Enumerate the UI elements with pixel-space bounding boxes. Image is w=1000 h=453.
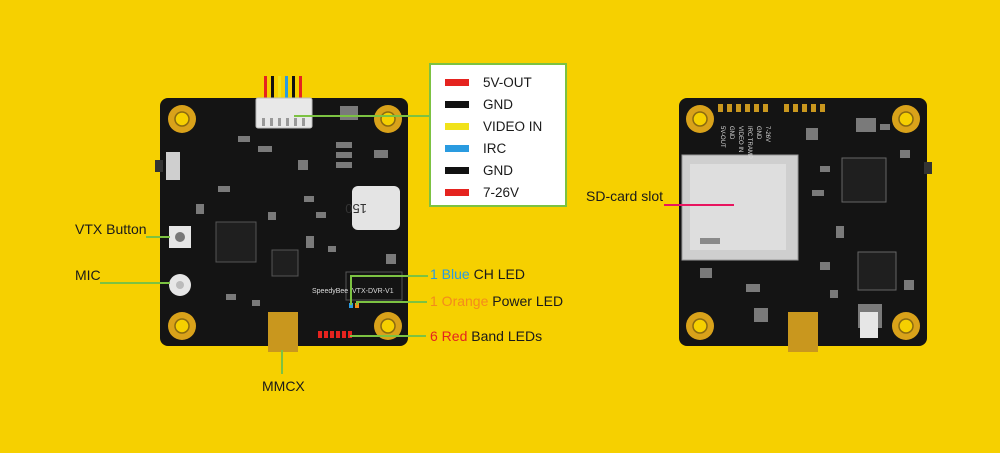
- mmcx-connector: [268, 312, 298, 352]
- front-side-switch: [166, 152, 180, 180]
- leader-power-led: [356, 301, 427, 305]
- back-pin-labels: 5V-OUT GND VIDEO IN IRC TRAMP GND 7-26V: [719, 126, 770, 159]
- legend-swatch: [445, 166, 469, 174]
- legend-swatch: [445, 144, 469, 152]
- label-ch-led: 1 Blue CH LED: [430, 266, 525, 282]
- label-ch-led-color: 1 Blue: [430, 266, 470, 282]
- back-pin-label-gnd2: GND: [755, 126, 761, 140]
- back-pin-label-irc: IRC TRAMP: [746, 126, 752, 159]
- label-ch-led-text: CH LED: [469, 266, 525, 282]
- back-mount-holes: [686, 105, 920, 340]
- legend-swatch: [445, 78, 469, 86]
- legend-swatch: [445, 122, 469, 130]
- inductor-text: 150: [345, 201, 367, 216]
- leader-lines: [100, 115, 429, 374]
- label-power-led-color: 1 Orange: [430, 293, 489, 309]
- back-pin-label-video: VIDEO IN: [737, 126, 743, 152]
- board-model-text: VTX-DVR-V1: [352, 288, 394, 295]
- front-connector-wires: [264, 76, 302, 102]
- legend-row: 5V-OUT: [445, 73, 532, 91]
- back-board: 5V-OUT GND VIDEO IN IRC TRAMP GND 7-26V: [679, 98, 932, 352]
- board-brand-text: SpeedyBee: [312, 288, 348, 295]
- legend-row: 7-26V: [445, 183, 519, 201]
- label-mic: MIC: [75, 267, 101, 283]
- front-inductor: [352, 186, 400, 230]
- back-mmcx: [788, 312, 818, 352]
- leader-ch-led: [350, 275, 428, 305]
- legend-row: GND: [445, 95, 513, 113]
- back-chip-2: [857, 251, 897, 291]
- legend-swatch: [445, 100, 469, 108]
- legend-row: IRC: [445, 139, 506, 157]
- label-sd-card-slot: SD-card slot: [586, 188, 664, 204]
- back-pin-label-vin: 7-26V: [764, 126, 770, 142]
- label-band-leds-color: 6 Red: [430, 328, 468, 344]
- legend-label: 7-26V: [483, 184, 520, 200]
- label-power-led: 1 Orange Power LED: [430, 293, 563, 309]
- label-band-leds: 6 Red Band LEDs: [430, 328, 542, 344]
- legend-label: VIDEO IN: [483, 118, 543, 134]
- wire-legend: 5V-OUT GND VIDEO IN IRC GND 7-26V: [429, 63, 567, 207]
- front-mount-holes: [168, 105, 402, 340]
- legend-row: GND: [445, 161, 513, 179]
- back-pin-label-gnd1: GND: [728, 126, 734, 140]
- label-band-leds-text: Band LEDs: [467, 328, 543, 344]
- label-power-led-text: Power LED: [488, 293, 564, 309]
- back-pin-label-5v: 5V-OUT: [719, 126, 725, 148]
- legend-row: VIDEO IN: [445, 117, 542, 135]
- legend-label: IRC: [483, 140, 507, 156]
- legend-swatch: [445, 188, 469, 196]
- legend-label: GND: [483, 96, 513, 112]
- legend-label: 5V-OUT: [483, 74, 532, 90]
- front-main-chip: [215, 221, 257, 263]
- back-chip-1: [841, 157, 887, 203]
- legend-label: GND: [483, 162, 513, 178]
- front-orange-led: [355, 303, 359, 308]
- front-blue-led: [349, 303, 353, 308]
- front-board: 150 SpeedyBee VTX-DVR-V1: [155, 76, 408, 352]
- label-vtx-button: VTX Button: [75, 221, 147, 237]
- front-red-leds: [318, 331, 352, 338]
- label-mmcx: MMCX: [262, 378, 305, 394]
